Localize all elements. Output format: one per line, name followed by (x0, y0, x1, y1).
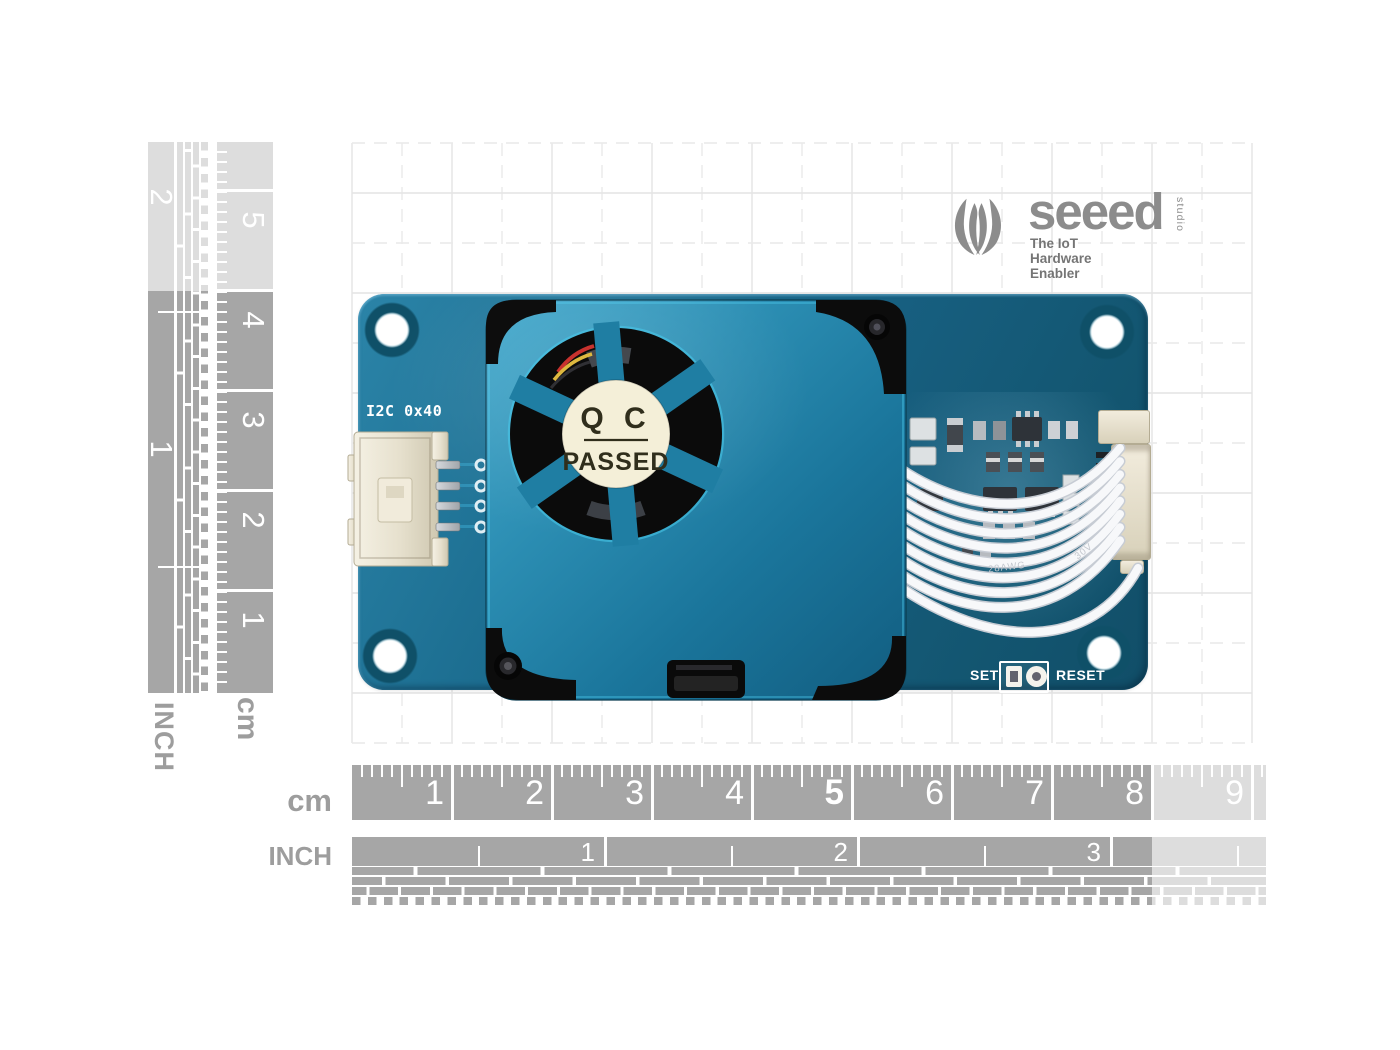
qc-passed-text: PASSED (563, 448, 670, 476)
cm-ruler-number: 3 (625, 774, 644, 812)
inch-ruler-number: 2 (833, 837, 848, 867)
cm-ruler-number: 1 (236, 611, 271, 629)
reset-label: RESET (1056, 667, 1106, 683)
mounting-hole (362, 628, 418, 684)
inch-fraction-row (352, 867, 1266, 875)
qc-sticker: Q C PASSED (561, 379, 671, 489)
fan-cable-connector-top (1098, 410, 1150, 444)
left-cm-ruler-label: cm (231, 697, 264, 741)
inch-fraction-row (352, 877, 1266, 885)
mounting-hole (1076, 625, 1132, 681)
left-inch-fraction-column (201, 142, 208, 693)
cm-ruler-number: 9 (1225, 774, 1244, 812)
inch-ruler-number: 1 (144, 440, 179, 458)
brand-sub: studio (1174, 197, 1186, 233)
set-button (1006, 666, 1022, 687)
set-reset-buttons (999, 661, 1049, 693)
corner-bracket (486, 628, 576, 700)
mounting-hole (1079, 304, 1135, 360)
screw (864, 314, 890, 340)
fan-wire-yellow (552, 352, 593, 382)
cm-ruler-number: 4 (236, 311, 271, 329)
cm-ruler-number: 7 (1025, 774, 1044, 812)
corner-bracket (812, 636, 906, 700)
cm-ruler-number: 8 (1125, 774, 1144, 812)
seeed-logo-mark (954, 198, 1002, 255)
inch-ruler-number: 2 (144, 188, 179, 206)
left-inch-fraction-column (177, 142, 183, 693)
cm-ruler-number: 4 (725, 774, 744, 812)
pm25-fan-sensor-module: Q C PASSED (390, 240, 907, 701)
corner-bracket (486, 300, 556, 364)
fan-wire-red (556, 344, 595, 374)
cm-ruler-number: 2 (525, 774, 544, 812)
bottom-cm-ruler (352, 765, 1266, 820)
cm-ruler-number: 5 (824, 773, 844, 812)
left-inch-ruler-label: INCH (149, 702, 179, 772)
left-inch-fraction-column (193, 142, 199, 693)
cm-ruler-number: 5 (236, 211, 271, 229)
bottom-cm-ruler-label: cm (287, 783, 332, 818)
brand-name: seeed (1028, 183, 1165, 240)
bottom-inch-ruler (352, 837, 1266, 866)
left-inch-fraction-column (185, 142, 191, 693)
inch-ruler-number: 1 (580, 837, 595, 867)
screw (494, 652, 522, 680)
inch-ruler-number: 3 (1086, 837, 1101, 867)
inch-fraction-row (352, 897, 1266, 905)
reset-button (1026, 666, 1047, 687)
left-inch-ruler (148, 142, 174, 693)
cm-ruler-number: 2 (236, 511, 271, 529)
cm-ruler-number: 1 (425, 774, 444, 812)
bottom-inch-ruler-label: INCH (268, 841, 332, 871)
fan-wire-black (549, 360, 591, 389)
brand-tagline: The IoT Hardware Enabler (1030, 236, 1092, 281)
cm-ruler-number: 6 (925, 774, 944, 812)
fan-ribbon-cable (890, 442, 1144, 638)
grove-pm25-sensor-board: I2C 0x40 (347, 240, 1151, 701)
set-label: SET (970, 667, 999, 683)
cm-ruler-number: 3 (236, 411, 271, 429)
inch-fraction-row (352, 887, 1266, 895)
module-bottom-slot (667, 660, 745, 698)
qc-text: Q C (580, 402, 651, 435)
